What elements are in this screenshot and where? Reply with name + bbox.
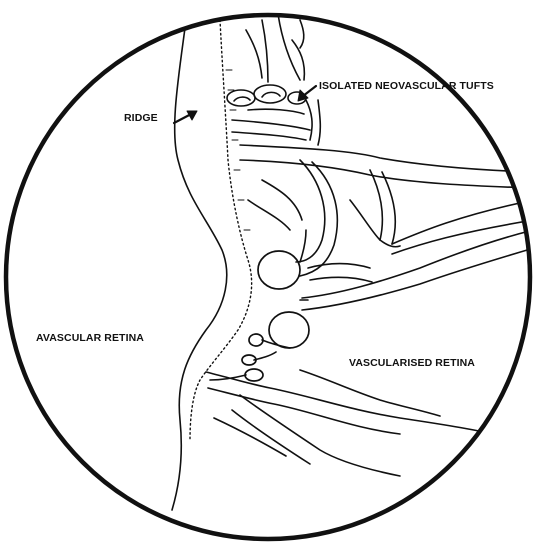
tufts-arrow: [298, 86, 316, 101]
ridge-arrow: [174, 111, 197, 123]
ridge-band: [172, 20, 252, 510]
ridge-label: RIDGE: [124, 112, 158, 124]
avascular-retina-label: AVASCULAR RETINA: [36, 332, 144, 344]
shunt-loops: [242, 251, 309, 381]
neovascular-tufts: [227, 85, 306, 106]
neovascular-tufts-label: ISOLATED NEOVASCULAR TUFTS: [319, 80, 494, 92]
vascularised-retina-label: VASCULARISED RETINA: [349, 357, 475, 369]
